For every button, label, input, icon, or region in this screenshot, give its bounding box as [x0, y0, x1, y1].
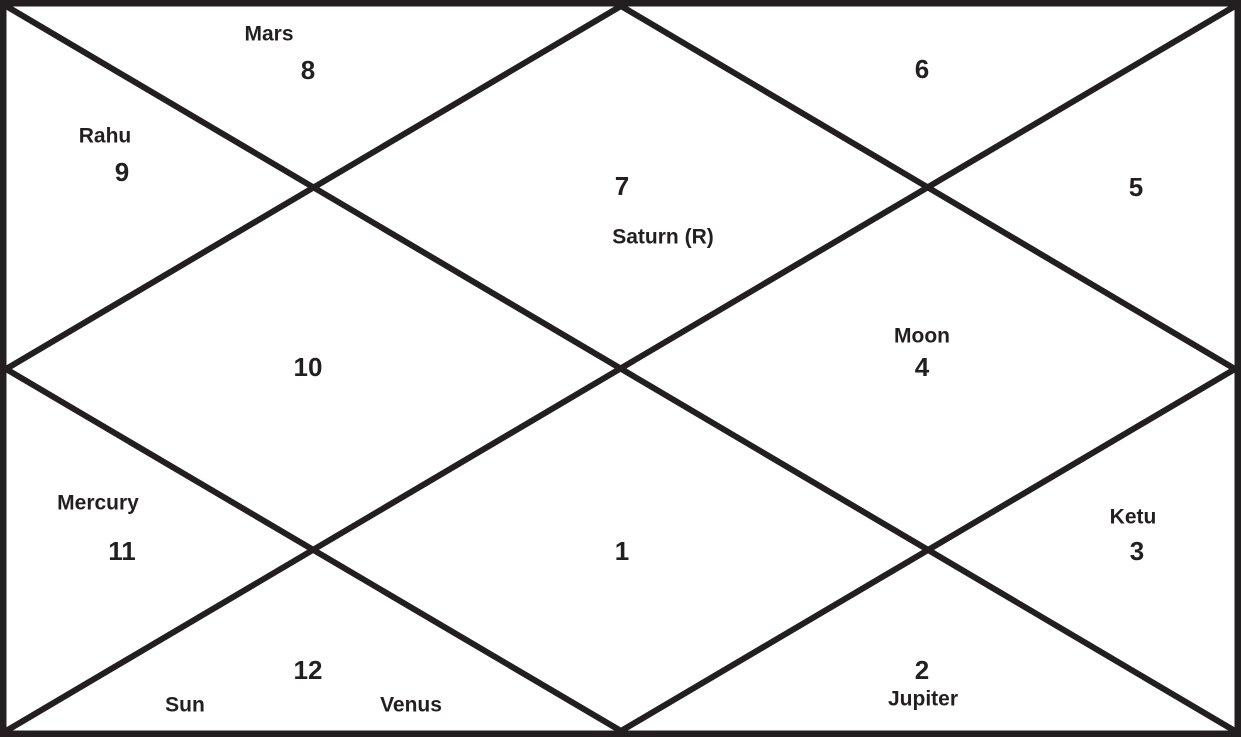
planet-ketu: Ketu: [1109, 505, 1157, 529]
house-11-number: 11: [108, 536, 136, 566]
house-4-number: 4: [914, 352, 930, 382]
house-10-number: 10: [293, 352, 323, 382]
planet-saturn: Saturn (R): [612, 225, 714, 249]
house-6-number: 6: [914, 54, 930, 84]
house-2-number: 2: [914, 655, 930, 685]
planet-jupiter: Jupiter: [887, 687, 959, 711]
house-9-number: 9: [114, 157, 130, 187]
house-7-number: 7: [614, 171, 630, 201]
house-12-number: 12: [293, 655, 323, 685]
planet-sun: Sun: [165, 693, 205, 717]
planet-mercury: Mercury: [57, 491, 139, 515]
planet-venus: Venus: [380, 693, 442, 717]
house-1-number: 1: [614, 536, 630, 566]
house-5-number: 5: [1128, 172, 1144, 202]
diagonal-line: [4, 3, 1237, 734]
planet-moon: Moon: [894, 324, 950, 348]
house-3-number: 3: [1129, 536, 1145, 566]
planet-mars: Mars: [244, 22, 294, 46]
planet-rahu: Rahu: [78, 124, 132, 148]
house-8-number: 8: [300, 55, 316, 85]
